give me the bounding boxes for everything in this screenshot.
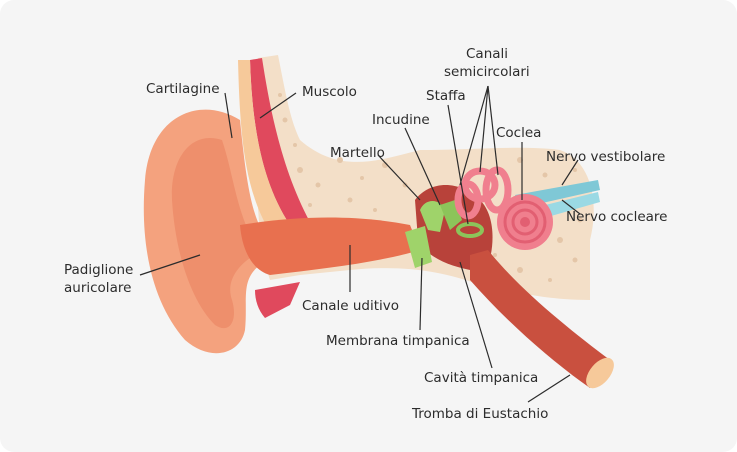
eustachian-tube <box>470 250 610 388</box>
label-padiglione-line2: auricolare <box>64 280 131 296</box>
muscle-upper <box>250 58 310 225</box>
bone-texture <box>278 93 583 282</box>
label-nervo-cocleare: Nervo cocleare <box>566 209 668 225</box>
label-tromba-eustachio: Tromba di Eustachio <box>411 406 548 422</box>
malleus <box>420 201 445 232</box>
label-canali-line1: Canali <box>466 46 508 62</box>
label-martello: Martello <box>330 145 385 161</box>
label-canali-line2: semicircolari <box>444 64 530 80</box>
eustachian-tube-opening <box>586 357 614 389</box>
label-muscolo: Muscolo <box>302 84 357 100</box>
auricle-inner <box>171 138 250 329</box>
label-nervo-vestibolare: Nervo vestibolare <box>546 149 665 165</box>
ear-canal <box>240 217 420 275</box>
label-coclea: Coclea <box>496 125 541 141</box>
label-membrana-timpanica: Membrana timpanica <box>326 333 470 349</box>
muscle-lower <box>255 282 300 318</box>
tympanic-membrane <box>405 226 432 268</box>
label-incudine: Incudine <box>372 112 430 128</box>
cochlea <box>497 194 553 250</box>
label-canale-uditivo: Canale uditivo <box>302 298 399 314</box>
leader-lines <box>139 85 581 403</box>
label-staffa: Staffa <box>426 88 466 104</box>
label-padiglione-line1: Padiglione <box>64 262 133 278</box>
stapes <box>456 222 484 238</box>
cartilage <box>238 60 290 232</box>
label-cavita-timpanica: Cavità timpanica <box>424 370 538 386</box>
label-cartilagine: Cartilagine <box>146 81 220 97</box>
